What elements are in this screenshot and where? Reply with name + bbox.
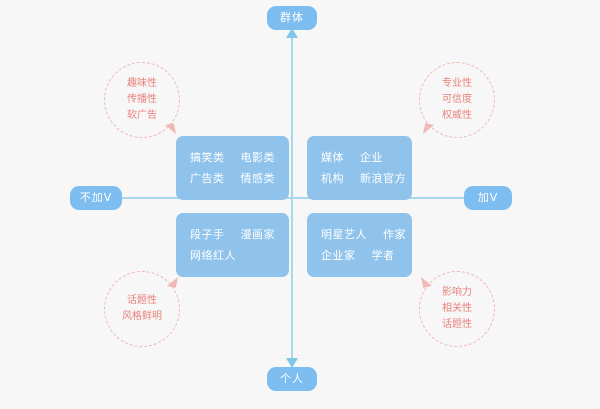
- axis-label-right: 加V: [464, 186, 512, 210]
- quadrant-item: 广告类: [190, 172, 225, 185]
- quadrant-row: 网络红人: [190, 245, 275, 266]
- annotation-line: 软广告: [127, 110, 157, 121]
- annotation-bubble-bottom-left: 话题性 风格鲜明: [104, 271, 180, 347]
- quadrant-box-bottom-right: 明星艺人 作家 企业家 学者: [307, 213, 412, 277]
- quadrant-item: 电影类: [240, 151, 275, 164]
- quadrant-item: 情感类: [240, 172, 275, 185]
- quadrant-box-bottom-left: 段子手 漫画家 网络红人: [176, 213, 289, 277]
- quadrant-box-top-right: 媒体 企业 机构 新浪官方: [307, 136, 412, 200]
- quadrant-item: 作家: [383, 228, 406, 241]
- axis-label-top: 群体: [267, 6, 317, 30]
- annotation-line: 权威性: [442, 110, 472, 121]
- bubble-tail-icon: [420, 275, 433, 288]
- quadrant-row: 明星艺人 作家: [321, 224, 406, 245]
- quadrant-item: 企业家: [321, 249, 356, 262]
- annotation-line: 影响力: [442, 287, 472, 298]
- arrow-down-icon: [286, 358, 298, 368]
- axis-label-bottom: 个人: [267, 367, 317, 391]
- quadrant-box-top-left: 搞笑类 电影类 广告类 情感类: [176, 136, 289, 200]
- quadrant-item: 段子手: [190, 228, 225, 241]
- quadrant-row: 机构 新浪官方: [321, 168, 406, 189]
- quadrant-item: 机构: [321, 172, 344, 185]
- quadrant-row: 广告类 情感类: [190, 168, 275, 189]
- quadrant-item: 明星艺人: [321, 228, 367, 241]
- bubble-tail-icon: [166, 275, 179, 288]
- quadrant-row: 段子手 漫画家: [190, 224, 275, 245]
- annotation-line: 风格鲜明: [122, 311, 162, 322]
- annotation-line: 专业性: [442, 78, 472, 89]
- quadrant-item: 搞笑类: [190, 151, 225, 164]
- annotation-line: 趣味性: [127, 78, 157, 89]
- annotation-line: 传播性: [127, 94, 157, 105]
- quadrant-item: 企业: [360, 151, 383, 164]
- quadrant-item: 网络红人: [190, 249, 236, 262]
- axis-label-left: 不加V: [70, 186, 122, 210]
- quadrant-row: 企业家 学者: [321, 245, 398, 266]
- annotation-line: 相关性: [442, 303, 472, 314]
- quadrant-item: 漫画家: [240, 228, 275, 241]
- quadrant-item: 媒体: [321, 151, 344, 164]
- bubble-tail-icon: [422, 123, 435, 136]
- annotation-bubble-bottom-right: 影响力 相关性 话题性: [419, 271, 495, 347]
- annotation-bubble-top-right: 专业性 可信度 权威性: [419, 62, 495, 138]
- quadrant-item: 新浪官方: [360, 172, 406, 185]
- annotation-line: 话题性: [442, 319, 472, 330]
- quadrant-item: 学者: [371, 249, 395, 262]
- annotation-bubble-top-left: 趣味性 传播性 软广告: [104, 62, 180, 138]
- quadrant-row: 媒体 企业: [321, 147, 398, 168]
- annotation-line: 话题性: [127, 295, 157, 306]
- bubble-tail-icon: [164, 123, 177, 136]
- arrow-up-icon: [286, 28, 298, 38]
- annotation-line: 可信度: [442, 94, 472, 105]
- quadrant-row: 搞笑类 电影类: [190, 147, 275, 168]
